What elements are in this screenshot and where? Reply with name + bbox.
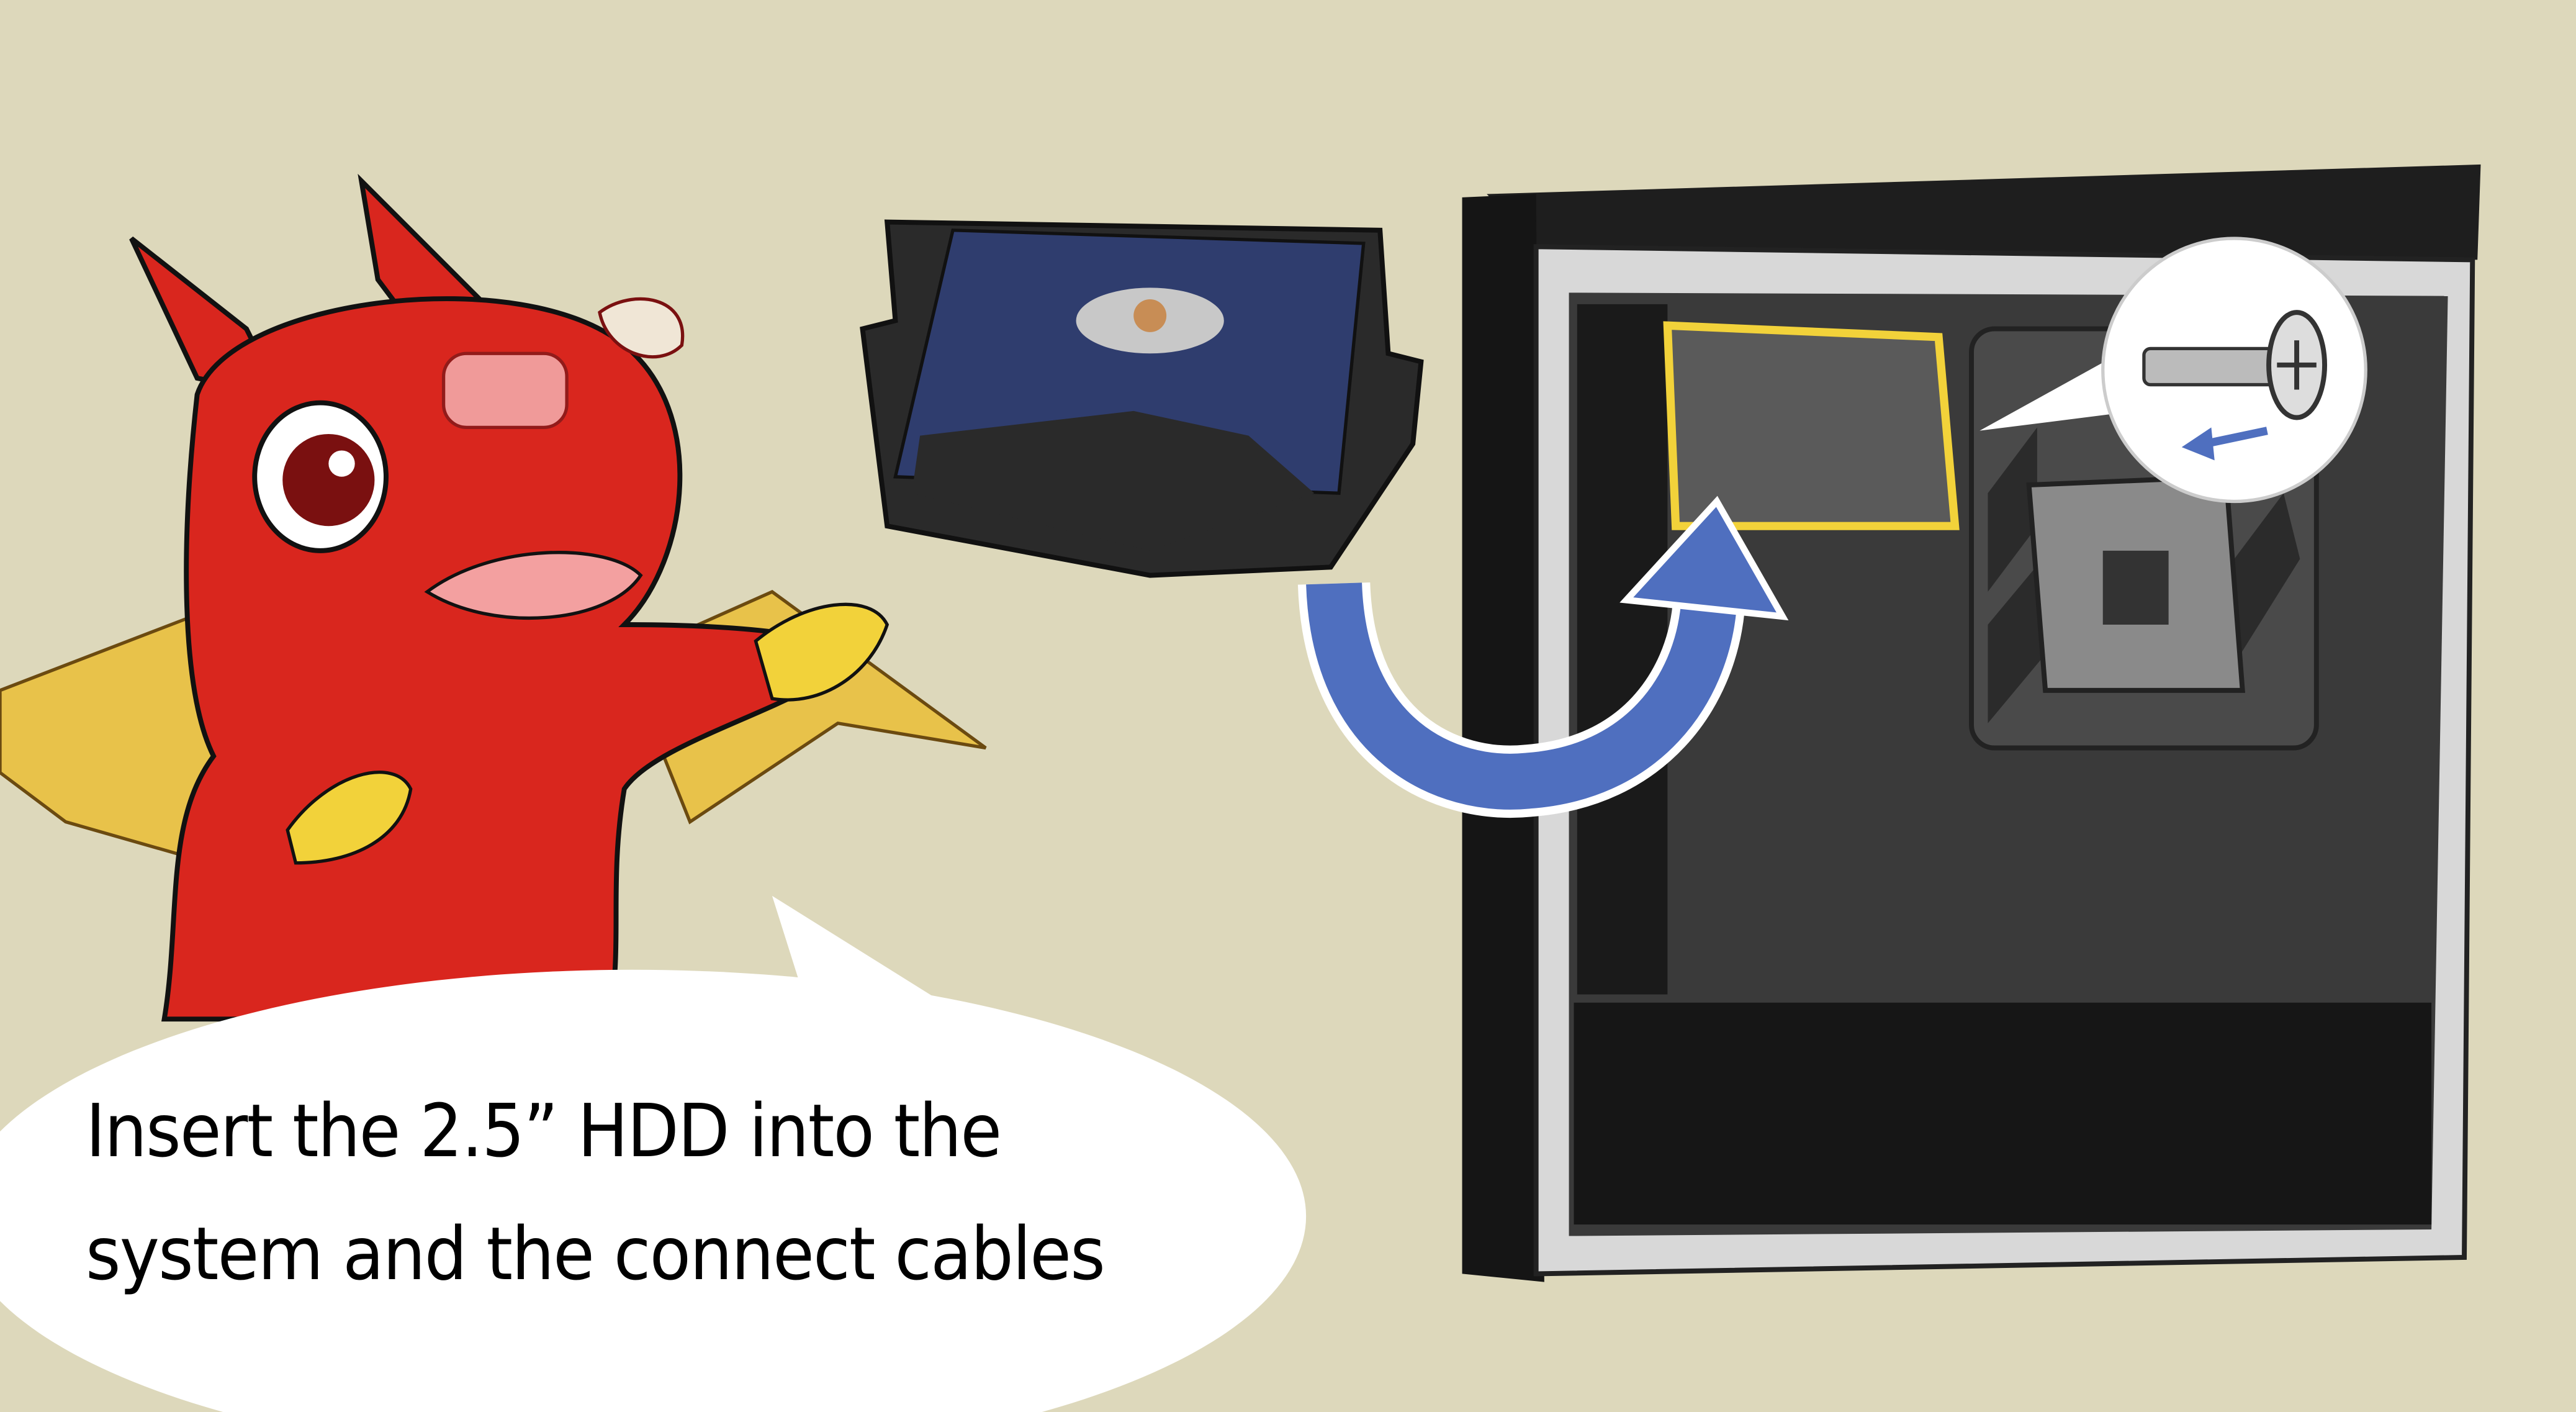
- install-arrow: [1297, 496, 1789, 818]
- hdd-bracket: [860, 219, 1424, 578]
- dragon-mascot: [0, 173, 987, 1022]
- caption-line-2: system and the connect cables: [86, 1211, 1106, 1297]
- screw-icon: [2142, 310, 2328, 420]
- pc-case: [1462, 164, 2481, 1282]
- speech-bubble: [0, 895, 1306, 1412]
- direction-arrow: [2181, 427, 2268, 461]
- caption-line-1: Insert the 2.5” HDD into the: [86, 1088, 1002, 1174]
- screw-callout: [1979, 237, 2367, 504]
